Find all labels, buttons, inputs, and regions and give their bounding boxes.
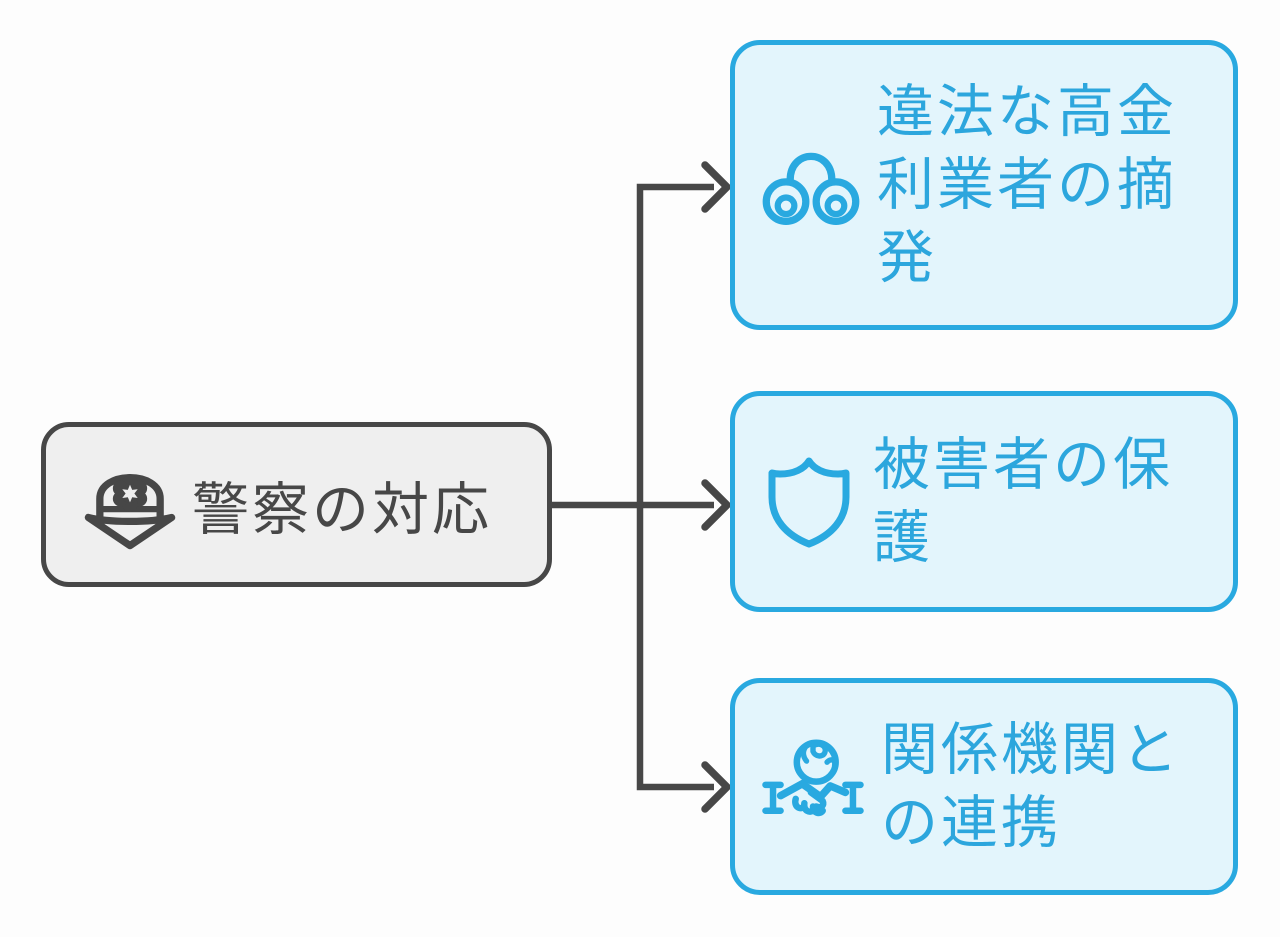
node-label: 関係機関との連携 — [881, 717, 1181, 855]
node-label: 違法な高金利業者の摘発 — [877, 79, 1177, 290]
node-crackdown: 違法な高金利業者の摘発 — [730, 40, 1238, 330]
node-victim-protection: 被害者の保護 — [730, 391, 1238, 612]
arrowhead-icon — [701, 479, 731, 531]
handshake-globe-icon — [759, 733, 867, 841]
node-label: 警察の対応 — [192, 477, 492, 542]
node-label: 被害者の保護 — [873, 432, 1173, 570]
connector-line — [636, 183, 714, 791]
police-helmet-icon — [78, 453, 182, 557]
handcuffs-icon — [759, 133, 863, 237]
arrowhead-icon — [701, 761, 731, 813]
node-police-response: 警察の対応 — [41, 422, 552, 587]
node-cooperation: 関係機関との連携 — [730, 678, 1238, 895]
shield-icon — [759, 452, 859, 552]
arrowhead-icon — [701, 161, 731, 213]
